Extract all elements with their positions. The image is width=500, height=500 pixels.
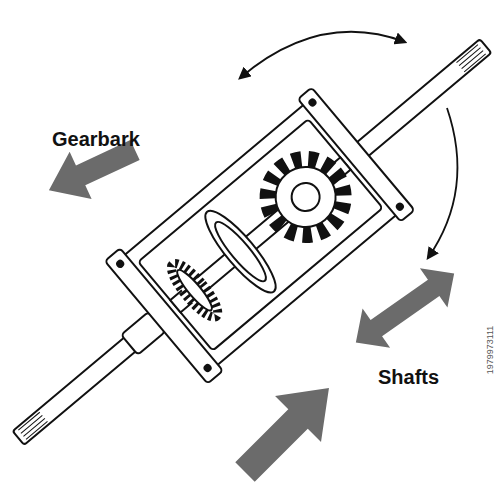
- direction-arrow: [222, 365, 352, 495]
- spline-line: [464, 54, 485, 72]
- part-label: Gearbark: [52, 128, 140, 151]
- end-plate: [298, 88, 415, 222]
- spline-line: [459, 48, 480, 66]
- spline-line: [462, 51, 483, 69]
- end-plate: [105, 248, 223, 383]
- gear-hub: [286, 177, 325, 216]
- housing: [118, 100, 402, 371]
- spline: [18, 45, 485, 440]
- small-gear-hub: [173, 266, 216, 314]
- part-label: Shafts: [378, 366, 439, 389]
- bearing-ring: [196, 203, 284, 301]
- spline-line: [26, 421, 47, 439]
- double-arrow: [342, 254, 468, 362]
- bolt: [116, 260, 124, 268]
- shaft: [13, 39, 492, 445]
- bolt: [308, 98, 316, 106]
- watermark-number: 1979973111: [485, 326, 495, 375]
- spline-line: [21, 415, 42, 433]
- rotation-arc: [240, 32, 405, 78]
- bolt: [396, 202, 404, 210]
- spline-line: [457, 45, 478, 63]
- spline-line: [18, 412, 39, 430]
- direction-arrow: [38, 126, 146, 213]
- gear-teeth: [252, 143, 359, 250]
- bolt: [203, 364, 211, 372]
- gear-body: [263, 155, 348, 240]
- bearing-ring: [209, 217, 272, 287]
- spline-line: [23, 418, 44, 436]
- rotation-arc: [428, 108, 457, 258]
